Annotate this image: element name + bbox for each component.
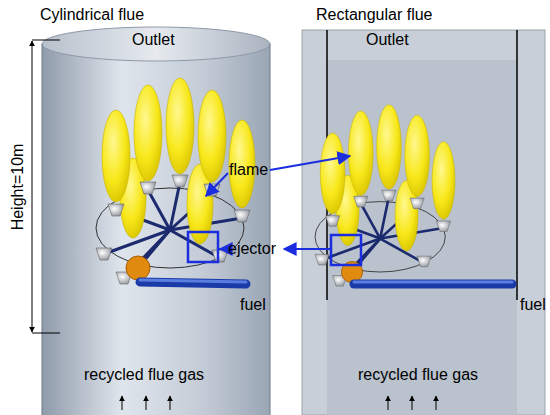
flue-node: Rectangular flueOutletrecycled flue gas [302,30,545,415]
part-label: ejector [228,240,276,258]
inflow-label: recycled flue gas [358,366,478,384]
outlet-label: Outlet [132,31,175,49]
part-label: fuel [240,296,266,314]
dimension-label: Height=10m [9,127,27,247]
flue-title: Rectangular flue [316,6,433,24]
outlet-label: Outlet [366,31,409,49]
part-label: fuel [520,296,546,314]
part-label: flame [229,161,268,179]
flue-title: Cylindrical flue [40,6,144,24]
flue-node: Cylindrical flueOutletrecycled flue gas [42,30,270,410]
inflow-label: recycled flue gas [84,366,204,384]
